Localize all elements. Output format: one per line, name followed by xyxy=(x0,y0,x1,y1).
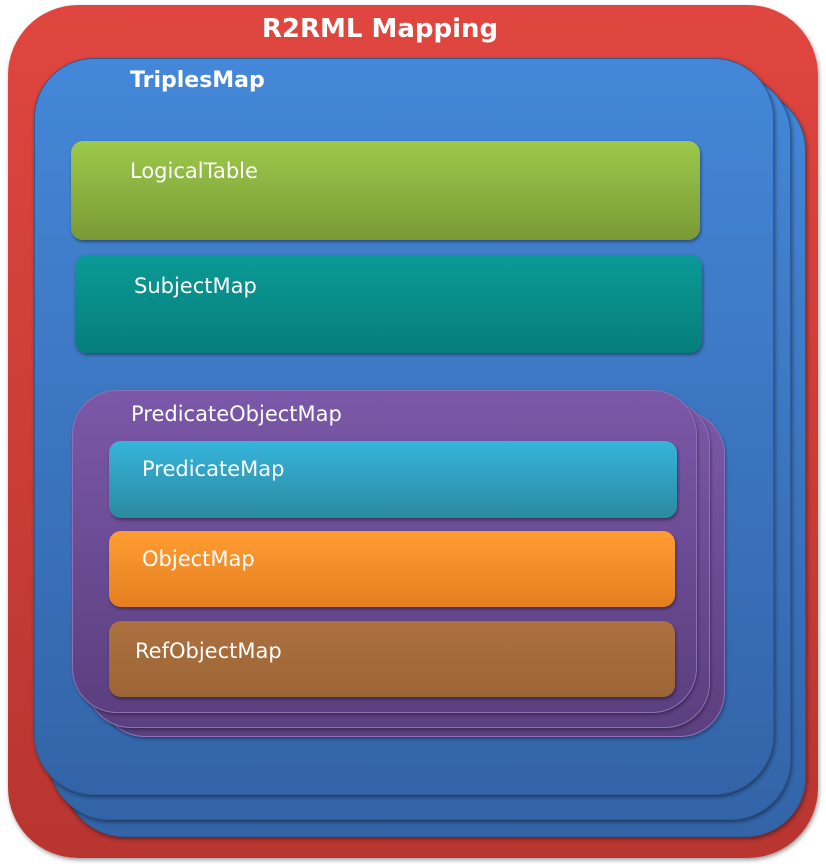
object-map-label: ObjectMap xyxy=(142,547,255,571)
subject-map-label: SubjectMap xyxy=(134,274,257,298)
ref-object-map-box: RefObjectMap xyxy=(109,621,675,697)
predicate-map-label: PredicateMap xyxy=(142,457,285,481)
logical-table-label: LogicalTable xyxy=(130,159,258,183)
r2rml-mapping-title: R2RML Mapping xyxy=(261,14,499,44)
object-map-box: ObjectMap xyxy=(109,531,675,607)
triples-map-title: TriplesMap xyxy=(130,68,265,93)
predicate-object-map-label: PredicateObjectMap xyxy=(131,402,342,426)
ref-object-map-label: RefObjectMap xyxy=(135,639,282,663)
predicate-map-box: PredicateMap xyxy=(109,441,677,518)
subject-map-box: SubjectMap xyxy=(75,255,702,353)
logical-table-box: LogicalTable xyxy=(71,141,700,240)
